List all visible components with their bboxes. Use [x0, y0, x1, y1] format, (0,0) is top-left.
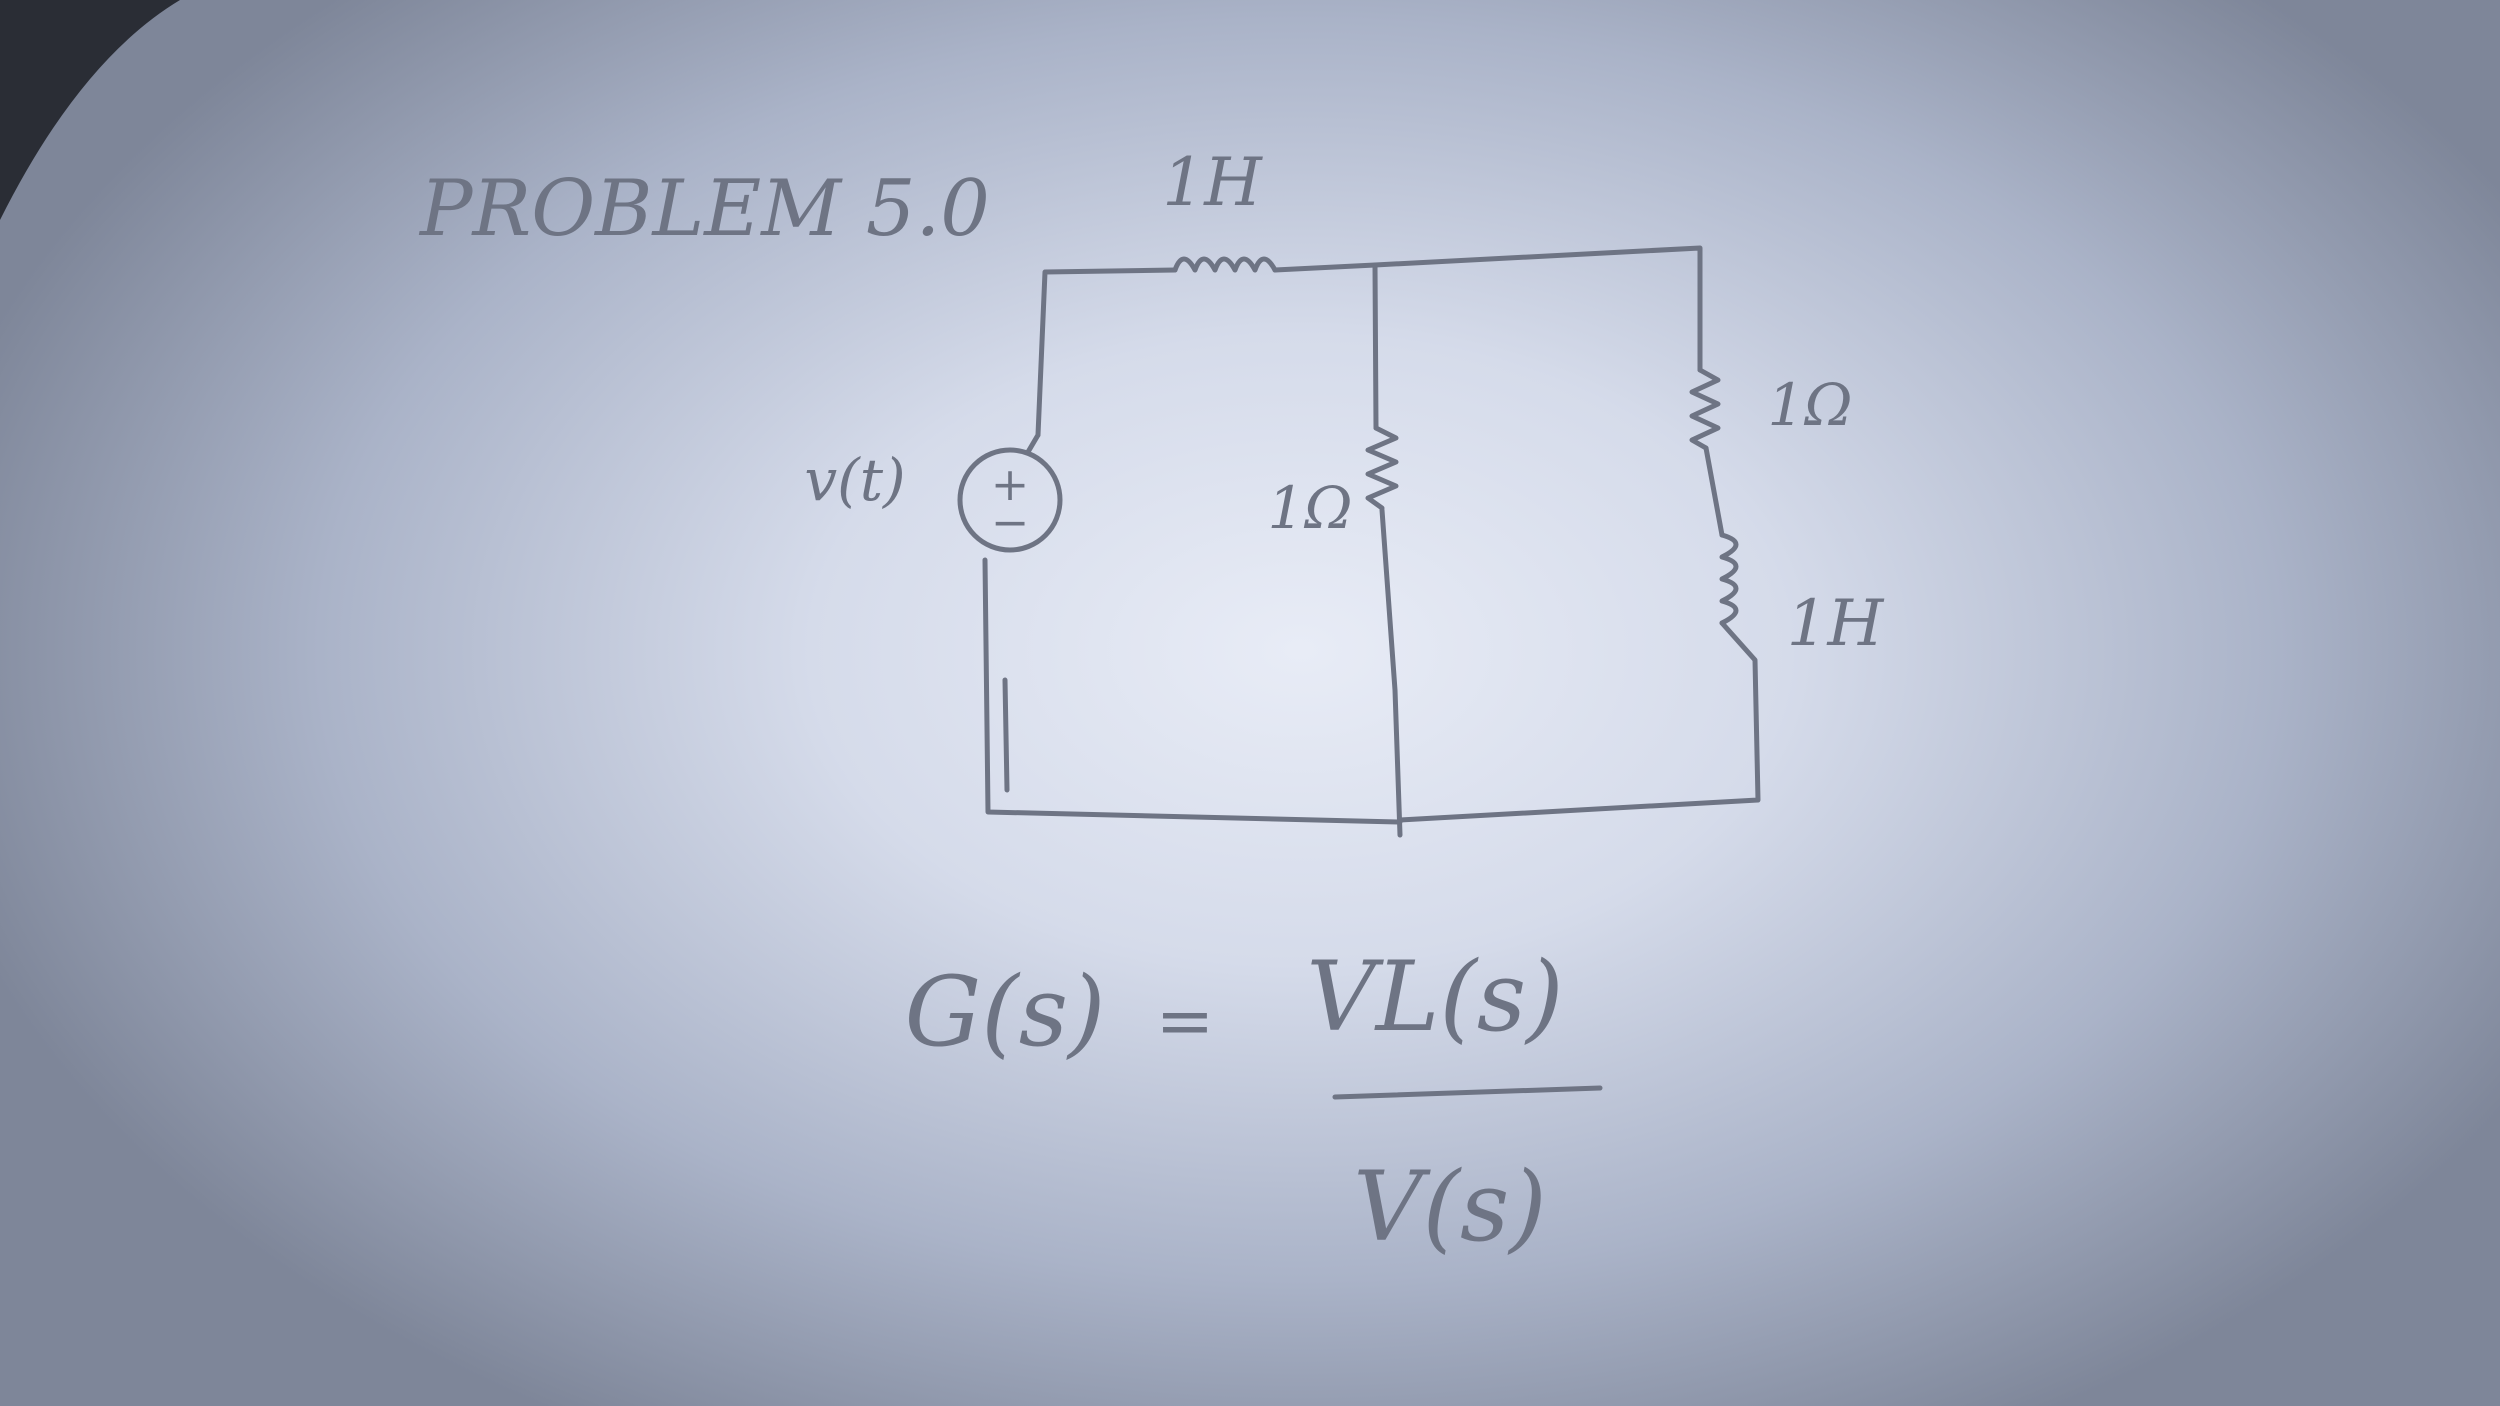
resistor-mid: [1365, 425, 1399, 511]
formula-numerator: VL(s): [1306, 941, 1563, 1053]
inductor-top: [1172, 256, 1278, 273]
source-minus: −: [991, 495, 1030, 549]
voltage-source-icon: [957, 447, 1063, 553]
formula-lhs: G(s): [905, 956, 1106, 1068]
wire-mid-bottom: [1379, 507, 1403, 838]
inductor-right: [1719, 532, 1739, 626]
source-label: v(t): [804, 446, 905, 514]
wire-top-left: [1035, 267, 1178, 438]
inductor-top-label: 1H: [1162, 144, 1263, 221]
fraction-bar: [1332, 1085, 1603, 1100]
wire-mid-top: [1372, 262, 1379, 431]
wire-bottom-left: [982, 557, 1403, 825]
wire-top-mid: [1272, 245, 1703, 373]
wire-right-bottom: [1397, 620, 1761, 823]
wire-source-top: [1025, 432, 1041, 455]
resistor-right: [1689, 367, 1721, 451]
formula-equals: =: [1156, 980, 1215, 1062]
inductor-right-label: 1H: [1787, 587, 1885, 661]
resistor-mid-label: 1Ω: [1268, 474, 1353, 542]
formula-denominator: V(s): [1353, 1151, 1547, 1263]
wire-right-mid: [1703, 445, 1725, 538]
desk-corner: [0, 0, 180, 220]
source-plus: +: [991, 457, 1030, 511]
problem-title: PROBLEM 5.0: [418, 164, 990, 254]
wire-bottom-stub: [1002, 677, 1010, 793]
resistor-right-label: 1Ω: [1768, 371, 1853, 439]
